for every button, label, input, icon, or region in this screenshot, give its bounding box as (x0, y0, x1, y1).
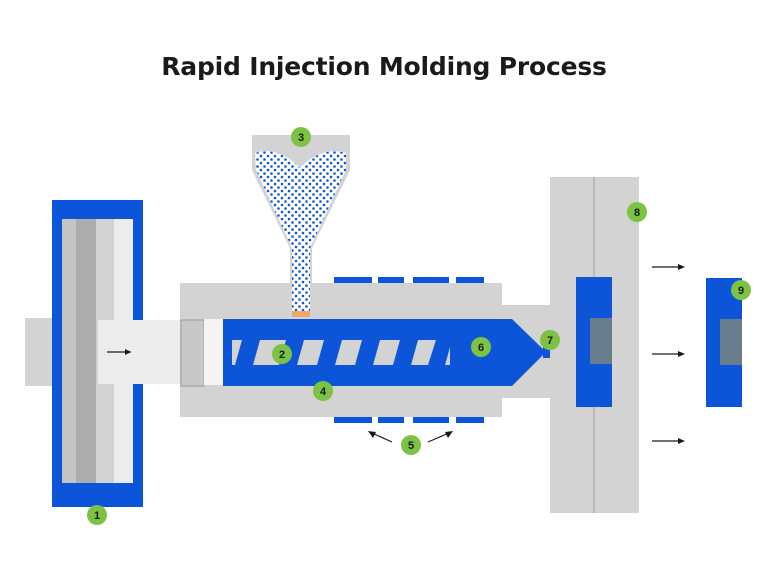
heater-band (413, 417, 449, 423)
step-badge-3: 3 (291, 127, 311, 147)
nozzle-tip (543, 347, 555, 358)
badge-number: 3 (298, 132, 304, 144)
step-badge-2: 2 (272, 344, 292, 364)
badge-number: 2 (279, 349, 285, 361)
badge-circle (401, 435, 421, 455)
step-badge-8: 8 (627, 202, 647, 222)
plunger-block (180, 319, 205, 387)
mold-cavity (590, 318, 612, 364)
heater-band (334, 417, 372, 423)
arrow-right-icon (678, 264, 685, 270)
badge-circle (471, 337, 491, 357)
badge-circle (87, 505, 107, 525)
badge-circle (272, 344, 292, 364)
mold (550, 177, 639, 513)
badge-number: 5 (408, 440, 414, 452)
ram-arrow-head (125, 349, 131, 355)
arrow-right-icon (678, 438, 685, 444)
step-badge-5: 5 (401, 435, 421, 455)
ejection-arrows (652, 264, 685, 444)
step-badge-9: 9 (731, 280, 751, 300)
reciprocating-screw (232, 340, 452, 365)
heater-arrows (368, 431, 453, 443)
heater-band (456, 277, 484, 283)
hopper (252, 135, 350, 318)
heater-band (334, 277, 372, 283)
badge-circle (313, 381, 333, 401)
plunger-face (204, 319, 223, 385)
part-feature (720, 319, 742, 365)
step-badge-7: 7 (540, 330, 560, 350)
badge-circle (731, 280, 751, 300)
clamp-base-plate (25, 318, 55, 386)
badge-number: 4 (320, 386, 327, 398)
molded-part (706, 278, 742, 407)
heater-band (413, 277, 449, 283)
arrow-left-icon (368, 431, 376, 438)
arrow-right-icon (445, 431, 453, 438)
heater-band (378, 417, 404, 423)
badge-circle (291, 127, 311, 147)
plastic-pellets (255, 151, 346, 316)
badge-number: 1 (94, 510, 100, 522)
badge-number: 8 (634, 207, 640, 219)
badge-circle (540, 330, 560, 350)
badge-circle (627, 202, 647, 222)
injection-unit (180, 277, 555, 423)
pellet-feed (292, 311, 310, 317)
heater-band (378, 277, 404, 283)
step-badge-6: 6 (471, 337, 491, 357)
diagram-title: Rapid Injection Molding Process (161, 52, 607, 81)
badge-number: 7 (547, 335, 553, 347)
step-badge-4: 4 (313, 381, 333, 401)
clamping-unit (25, 200, 182, 507)
arrow-right-icon (678, 351, 685, 357)
number-badges: 1 2 3 4 5 6 7 8 9 (87, 127, 751, 525)
badge-number: 9 (738, 285, 744, 297)
badge-number: 6 (478, 342, 484, 354)
heater-band (456, 417, 484, 423)
step-badge-1: 1 (87, 505, 107, 525)
